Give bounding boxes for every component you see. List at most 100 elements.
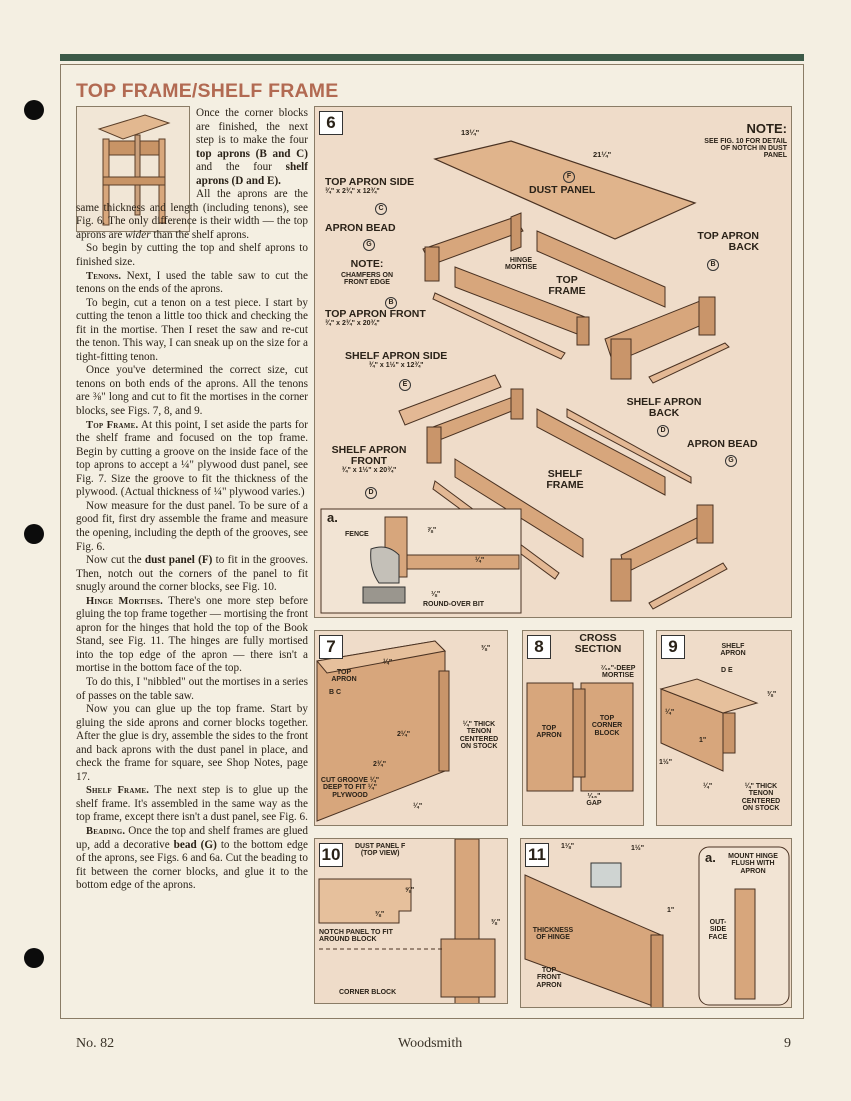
- dim-label: ¼": [383, 659, 393, 666]
- part-label: TOP APRON: [331, 669, 357, 684]
- dim-label: 2¾": [373, 761, 387, 768]
- figure-number: 11: [525, 843, 549, 867]
- dim-label: ⅛": [431, 591, 441, 598]
- article-frame: [60, 64, 804, 1019]
- dim-label: ¼": [413, 803, 423, 810]
- dim-label: 21¼": [593, 150, 612, 159]
- dim-label: 1½": [631, 845, 645, 852]
- binder-hole: [24, 948, 44, 968]
- figure-11-drawing: [524, 846, 790, 1007]
- part-label: TOP APRON: [536, 725, 562, 740]
- part-label: TOP FRAME: [548, 274, 586, 298]
- dim-label: ⅞": [427, 527, 437, 534]
- part-label: CUT GROOVE ¼" DEEP TO FIT ¼" PLYWOOD: [320, 777, 380, 799]
- dim-label: ⅜": [767, 691, 777, 698]
- dim-label: 1": [699, 737, 707, 744]
- binder-hole: [24, 524, 44, 544]
- dim-label: ⅜": [481, 645, 491, 652]
- figure-6-drawing: [320, 140, 730, 614]
- part-label: HINGE MORTISE: [505, 257, 537, 272]
- dim-label: ¼": [703, 783, 713, 790]
- part-label: ¼" THICK TENON CENTERED ON STOCK: [459, 721, 499, 751]
- part-letter: B C: [329, 689, 342, 696]
- part-label: TOP APRON BACK: [697, 230, 759, 254]
- dim-label: 1": [667, 907, 675, 914]
- part-letter: B: [707, 259, 719, 271]
- part-label: SHELF APRON BACK: [626, 396, 702, 420]
- part-label: DUST PANEL: [529, 184, 596, 196]
- paragraph: Once the corner blocks are finished, the…: [196, 107, 308, 187]
- book-stand-drawing: [97, 114, 171, 226]
- part-label: OUT-SIDE FACE: [708, 919, 728, 941]
- section-title: CROSS SECTION: [574, 632, 622, 656]
- paragraph: Shelf Frame. The next step is to glue up…: [76, 784, 308, 824]
- part-letter: F: [563, 171, 575, 183]
- part-label: CORNER BLOCK: [339, 989, 397, 996]
- paragraph: So begin by cutting the top and shelf ap…: [76, 242, 308, 269]
- figure-11: 11 1⅛" 1½" 1" THICKNESS OF HINGE TOP FRO…: [520, 838, 792, 1008]
- part-letter: G: [725, 455, 737, 467]
- dim-label: ⅜": [491, 919, 501, 926]
- figure-10: 10 DUST PANEL F(TOP VIEW) ⅝" ⅜" ⅜" NOTCH…: [314, 838, 508, 1004]
- binder-hole: [24, 100, 44, 120]
- figure-8-drawing: [526, 682, 634, 792]
- part-letter: G: [363, 239, 375, 251]
- part-letter: C: [375, 203, 387, 215]
- part-letter: D E: [721, 667, 733, 674]
- footer-magazine: Woodsmith: [398, 1036, 463, 1051]
- paragraph: Top Frame. At this point, I set aside th…: [76, 418, 308, 499]
- note-label: NOTE: SEE FIG. 10 FOR DETAIL OF NOTCH IN…: [704, 121, 787, 160]
- figure-number: 10: [319, 843, 343, 867]
- part-label: ROUND-OVER BIT: [423, 601, 485, 608]
- page-title: TOP FRAME/SHELF FRAME: [76, 80, 339, 102]
- dim-label: ⅜": [375, 911, 385, 918]
- figure-6: 6 NOTE: SEE FIG. 10 FOR DETAIL OF NOTCH …: [314, 106, 792, 618]
- part-label: SHELF FRAME: [546, 468, 584, 492]
- dim-label: 13¼": [461, 128, 480, 137]
- footer-issue: No. 82: [76, 1036, 115, 1051]
- paragraph: Now measure for the dust panel. To be su…: [76, 499, 308, 553]
- figure-9-drawing: [659, 678, 759, 772]
- dim-label: ¼": [665, 709, 675, 716]
- paragraph: Hinge Mortises. There's one more step be…: [76, 594, 309, 675]
- part-letter: E: [399, 379, 411, 391]
- figure-number: 9: [661, 635, 685, 659]
- paragraph: Now you can glue up the top frame. Start…: [76, 703, 308, 783]
- paragraph: To do this, I "nibbled" out the mortises…: [76, 675, 308, 702]
- sub-figure-label: a.: [705, 850, 716, 865]
- figure-10-drawing: [318, 839, 496, 1003]
- figure-number: 7: [319, 635, 343, 659]
- part-label: NOTCH PANEL TO FIT AROUND BLOCK: [319, 929, 393, 944]
- figure-7-drawing: [316, 640, 450, 822]
- paragraph: To begin, cut a tenon on a test piece. I…: [76, 296, 308, 363]
- part-label: APRON BEAD: [325, 222, 396, 234]
- part-label: FENCE: [345, 531, 369, 538]
- dim-label: ¼": [475, 557, 485, 564]
- paragraph: Beading. Once the top and shelf frames a…: [76, 824, 308, 892]
- dim-label: ⅝": [405, 887, 415, 894]
- part-label: THICKNESS OF HINGE: [532, 927, 574, 942]
- paragraph: Tenons. Next, I used the table saw to cu…: [76, 269, 308, 296]
- paragraph: All the aprons are the same thickness an…: [76, 188, 308, 241]
- part-label: TOP CORNER BLOCK: [591, 715, 623, 737]
- paragraph: Once you've determined the correct size,…: [76, 364, 308, 418]
- dim-label: 2¼": [397, 731, 411, 738]
- footer-page-number: 9: [784, 1036, 791, 1051]
- part-letter: B: [385, 297, 397, 309]
- sub-figure-label: a.: [327, 510, 338, 525]
- part-label: ⁷⁄₁₆"-DEEP MORTISE: [600, 665, 636, 680]
- article-body: Once the corner blocks are finished, the…: [76, 107, 308, 893]
- part-label: SHELF APRON: [720, 643, 746, 658]
- figure-8: 8 CROSS SECTION ⁷⁄₁₆"-DEEP MORTISE TOP A…: [522, 630, 644, 826]
- figure-number: 6: [319, 111, 343, 135]
- part-label: DUST PANEL F(TOP VIEW): [355, 843, 406, 858]
- part-label: TOP FRONT APRON: [536, 967, 562, 989]
- header-rule: [60, 54, 804, 61]
- figure-9: 9 SHELF APRON D E ⅜" ¼" 1" 1½" ¼" ¼" THI…: [656, 630, 792, 826]
- figure-7: 7 TOP APRON B C ¼" ⅜" 2¼" 2¾" ¼" THICK T…: [314, 630, 508, 826]
- part-letter: D: [365, 487, 377, 499]
